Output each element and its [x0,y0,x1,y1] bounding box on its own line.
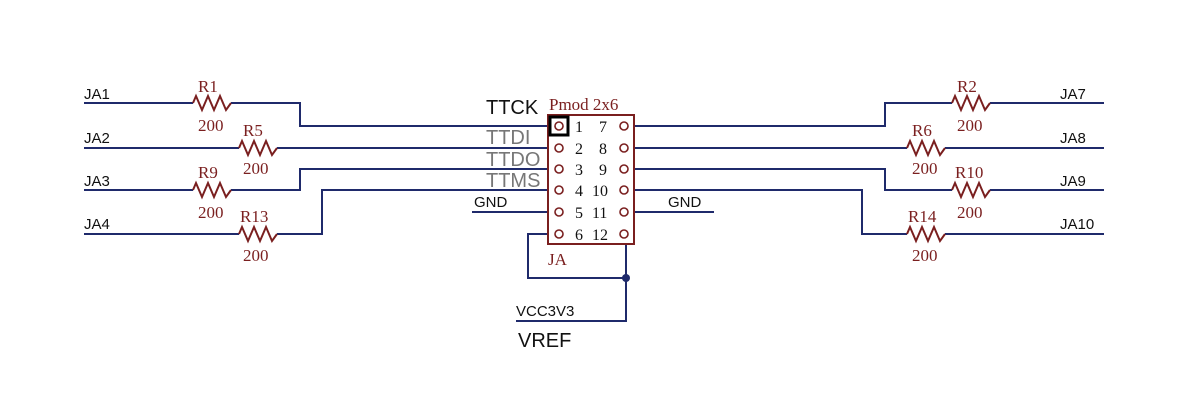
net-ja3: JA3 [84,173,110,190]
pin-circle-2 [554,143,564,153]
pin-circle-9 [619,164,629,174]
r13-ref: R13 [240,207,268,226]
pin-circle-11 [619,207,629,217]
r10-ref: R10 [955,163,983,182]
pin-circle-4 [554,185,564,195]
wire-pin6 [527,233,626,279]
net-ja7: JA7 [1060,86,1086,103]
net-ja4: JA4 [84,216,110,233]
pin1-highlight [548,115,570,137]
connector-ref: JA [548,250,568,269]
resistor-labels: R1 200 R5 200 R9 200 R13 200 R2 200 R6 2… [198,77,983,265]
resistor-r5 [238,138,278,158]
pin-num-3: 3 [575,162,583,179]
wire-vref [516,244,627,322]
pin-circle-1 [554,121,564,131]
net-labels: JA1 JA2 JA3 JA4 JA7 JA8 JA9 JA10 GND GND… [84,86,1094,352]
wire-ja9-net [634,168,952,191]
pin-num-6: 6 [575,227,583,244]
pmod-connector: Pmod 2x6 JA 1 2 3 4 5 6 7 8 9 10 11 12 [547,95,635,269]
connector-title: Pmod 2x6 [549,95,618,114]
r9-value: 200 [198,203,224,222]
net-vcc: VCC3V3 [516,303,574,320]
net-gnd-left: GND [474,194,508,211]
signal-ttms: TTMS [486,170,540,192]
wire-ja3-net [231,168,548,191]
pin-circle-5 [554,207,564,217]
r10-value: 200 [957,203,983,222]
r5-ref: R5 [243,121,263,140]
resistor-r6 [906,138,946,158]
right-wires [634,102,1104,235]
pin-num-7: 7 [599,119,607,136]
r5-value: 200 [243,159,269,178]
resistor-r2 [951,93,991,113]
r9-ref: R9 [198,163,218,182]
pin-circle-8 [619,143,629,153]
net-ja9: JA9 [1060,173,1086,190]
pin-num-1: 1 [575,119,583,136]
signal-ttdo: TTDO [486,149,540,171]
net-ja1: JA1 [84,86,110,103]
pin-num-10: 10 [592,183,608,200]
wire-ja7-net [634,102,952,127]
resistor-r13 [238,224,278,244]
r2-value: 200 [957,116,983,135]
pin-circle-3 [554,164,564,174]
pin-circle-6 [554,229,564,239]
net-gnd-right: GND [668,194,702,211]
connector-body [547,114,635,245]
r6-value: 200 [912,159,938,178]
r1-value: 200 [198,116,224,135]
pin-num-11: 11 [592,205,607,222]
resistor-r1 [192,93,232,113]
net-ja8: JA8 [1060,130,1086,147]
pin-num-5: 5 [575,205,583,222]
resistor-r9 [192,180,232,200]
r13-value: 200 [243,246,269,265]
wire-ja1-net [231,102,548,127]
pin-num-4: 4 [575,183,583,200]
wire-ja4-net [277,189,548,235]
junction-dot [622,274,630,282]
r14-ref: R14 [908,207,937,226]
net-ja2: JA2 [84,130,110,147]
pin-circle-10 [619,185,629,195]
r6-ref: R6 [912,121,932,140]
signal-ttck: TTCK [486,97,539,119]
signal-labels: TTCK TTDI TTDO TTMS [486,97,540,192]
r1-ref: R1 [198,77,218,96]
net-vref: VREF [518,330,571,352]
resistors [192,93,991,244]
pin-num-12: 12 [592,227,608,244]
resistor-r14 [906,224,946,244]
r2-ref: R2 [957,77,977,96]
left-wires [84,102,627,322]
pin-num-2: 2 [575,141,583,158]
pin-num-8: 8 [599,141,607,158]
pin-circle-7 [619,121,629,131]
net-ja10: JA10 [1060,216,1094,233]
pin-num-9: 9 [599,162,607,179]
pin-circle-12 [619,229,629,239]
signal-ttdi: TTDI [486,127,530,149]
wire-ja10-net [634,189,907,235]
resistor-r10 [951,180,991,200]
r14-value: 200 [912,246,938,265]
